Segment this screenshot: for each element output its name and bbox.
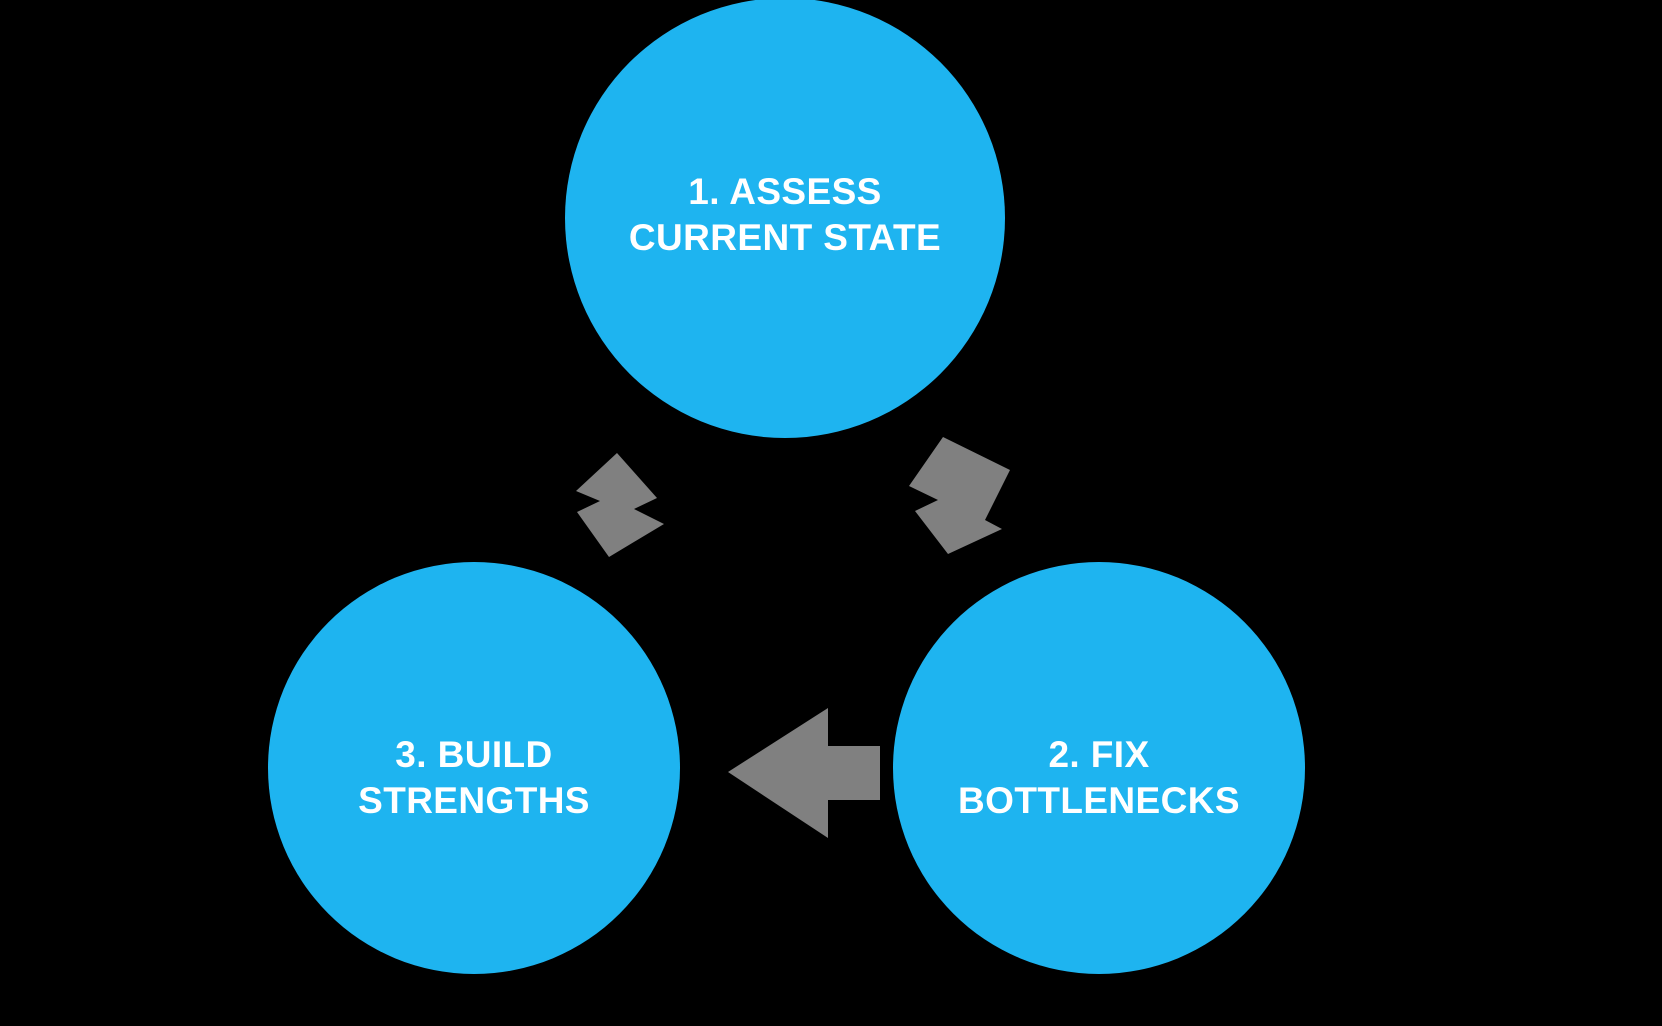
- arrow-build-to-assess: [576, 453, 664, 557]
- cycle-node-build-strengths[interactable]: 3. BUILD STRENGTHS: [268, 562, 680, 974]
- cycle-node-label-3: 3. BUILD STRENGTHS: [358, 734, 590, 821]
- arrow-left-shape: [728, 708, 880, 838]
- cycle-node-assess-current-state[interactable]: 1. ASSESS CURRENT STATE: [565, 0, 1005, 438]
- cycle-node-label-1: 1. ASSESS CURRENT STATE: [628, 171, 942, 258]
- arrow-down-right-shape: [909, 437, 1010, 554]
- cycle-node-fix-bottlenecks[interactable]: 2. FIX BOTTLENECKS: [893, 562, 1305, 974]
- arrow-fix-to-build: [728, 708, 880, 838]
- arrow-up-right-shape: [576, 453, 664, 557]
- cycle-node-label-2: 2. FIX BOTTLENECKS: [958, 734, 1240, 821]
- arrow-assess-to-fix: [909, 437, 1010, 554]
